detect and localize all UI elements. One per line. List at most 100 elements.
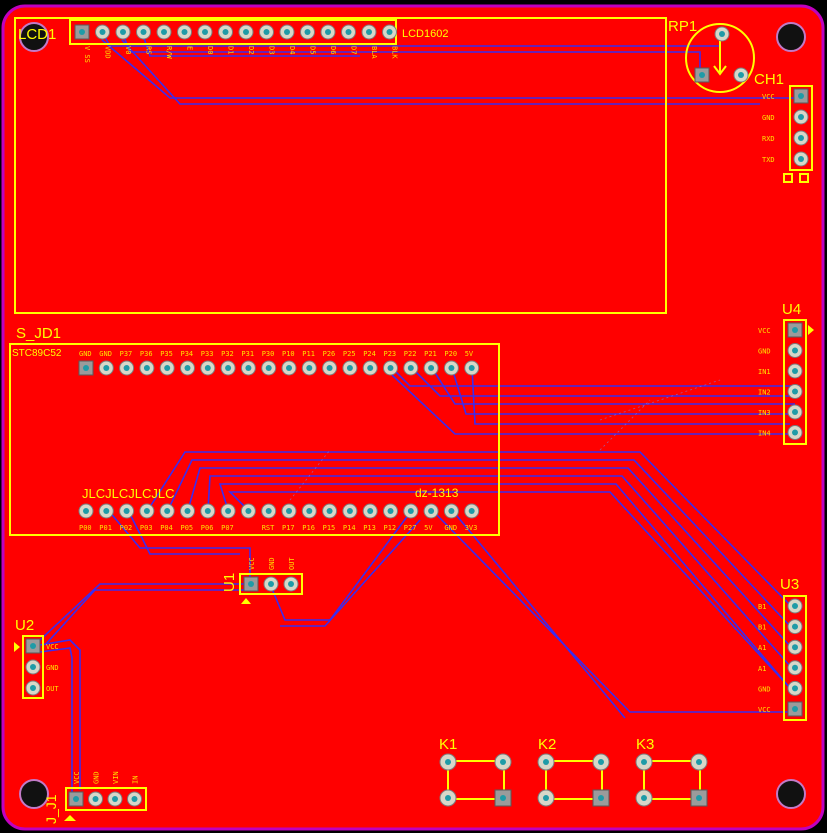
u1-pin-1 (243, 576, 259, 592)
lcd1-pin-6 (177, 24, 192, 40)
sjd1-top-pin-11 (281, 360, 297, 376)
sjd1-top-pin-3 (119, 360, 135, 376)
sjd1-bottom-pin-label: P07 (221, 524, 234, 532)
lcd1-pin-16 (382, 24, 397, 40)
sjd1-top-pin-6 (180, 360, 195, 376)
lcd1-pin-label: V0 (124, 46, 132, 54)
sjd1-top-pin-15 (362, 360, 378, 376)
u4-pin-label: IN4 (758, 430, 771, 438)
sjd1-bottom-pin-label: P17 (282, 524, 295, 532)
k2-button: K2 (537, 736, 610, 807)
u4-designator: U4 (782, 301, 801, 318)
lcd1-pin-11 (279, 24, 295, 40)
lcd1-pin-3 (115, 24, 131, 40)
u4-pin-2 (787, 343, 803, 358)
u3-pin-label: A1 (758, 665, 766, 673)
u1-pin-3 (283, 576, 299, 592)
sjd1-bottom-pin-6 (180, 503, 195, 519)
sjd1-top-pin-label: P35 (160, 350, 173, 358)
sjd1-top-pin-label: P24 (363, 350, 376, 358)
k2-designator: K2 (538, 736, 556, 753)
u3-designator: U3 (780, 576, 799, 593)
u2-pin-label: VCC (46, 643, 59, 651)
lcd1-pin-label: VDD (104, 46, 112, 59)
lcd1-pin-label: R/W (165, 46, 173, 59)
u4-pin-6 (787, 425, 803, 440)
board-outline (1, 4, 825, 831)
sjd1-bottom-pin-8 (220, 503, 236, 519)
j1-designator: J_J1 (43, 794, 59, 824)
rp1-potentiometer: RP1 (668, 18, 755, 93)
k3-designator: K3 (636, 736, 654, 753)
sjd1-top-pin-label: P11 (302, 350, 315, 358)
sjd1-bottom-pin-3 (119, 503, 135, 519)
sjd1-top-pin-20 (464, 360, 480, 376)
sjd1-top-pin-label: P36 (140, 350, 153, 358)
sjd1-top-pin-label: 5V (465, 350, 474, 358)
s-jd1-label-left: JLCJLCJLCJLC (82, 486, 174, 501)
sjd1-top-pin-label: P10 (282, 350, 295, 358)
u4-pin-label: IN2 (758, 389, 771, 397)
lcd1-pin-1 (74, 24, 90, 40)
u4-pin-1 (787, 322, 803, 338)
sjd1-bottom-pin-label: P14 (343, 524, 356, 532)
ch1-pin-4 (793, 151, 809, 167)
ch1-pin-label: GND (762, 114, 775, 122)
sjd1-top-pin-label: P23 (384, 350, 397, 358)
sjd1-top-pin-19 (443, 360, 459, 376)
sjd1-bottom-pin-15 (362, 503, 378, 519)
sjd1-top-pin-label: P30 (262, 350, 275, 358)
lcd1-pin-10 (259, 24, 274, 40)
sjd1-bottom-pin-12 (301, 503, 317, 519)
sjd1-top-pin-8 (220, 360, 236, 376)
sjd1-bottom-pin-label: P02 (120, 524, 133, 532)
sjd1-bottom-pin-2 (98, 503, 114, 519)
ch1-pin-1 (793, 88, 809, 104)
u4-pin-label: IN3 (758, 409, 771, 417)
sjd1-bottom-pin-14 (342, 503, 358, 519)
ch1-header: CH1 VCC GND RXD TXD (754, 71, 813, 183)
u3-pin-1 (787, 598, 803, 614)
lcd1-pin-label: V SS (83, 46, 91, 63)
k3-button: K3 (635, 736, 708, 807)
sjd1-bottom-pin-label: P06 (201, 524, 214, 532)
sjd1-top-pin-label: P37 (120, 350, 133, 358)
ch1-pin-label: VCC (762, 93, 775, 101)
sjd1-top-pin-label: P32 (221, 350, 234, 358)
lcd1-designator: LCD1 (18, 26, 56, 43)
u3-pin-6 (787, 701, 803, 717)
u3-pin-5 (787, 680, 803, 696)
u4-pin-label: IN1 (758, 368, 771, 376)
sjd1-top-pin-label: P22 (404, 350, 417, 358)
sjd1-top-pin-label: GND (79, 350, 92, 358)
lcd1-pin-label: D7 (350, 46, 358, 54)
sjd1-top-pin-7 (200, 360, 216, 376)
u4-pin-label: VCC (758, 327, 771, 335)
ch1-pin-label: RXD (762, 135, 775, 143)
lcd1-pin-7 (197, 24, 213, 40)
u2-pin-1 (25, 638, 41, 654)
lcd1-pin-5 (156, 24, 172, 40)
ch1-pin-label: TXD (762, 156, 775, 164)
traces (33, 31, 800, 800)
sjd1-bottom-pin-1 (78, 503, 94, 519)
lcd1-pin-8 (218, 24, 233, 40)
mounting-hole-top-right (776, 22, 806, 52)
sjd1-bottom-pin-label: RST (262, 524, 275, 532)
u1-pin-2 (263, 576, 279, 592)
ch1-designator: CH1 (754, 71, 784, 88)
sjd1-bottom-pin-20 (464, 503, 480, 519)
lcd1-pin-label: D3 (268, 46, 276, 54)
lcd1-pin-15 (361, 24, 377, 40)
sjd1-bottom-pin-label: P04 (160, 524, 173, 532)
lcd1-pin-label: BLK (391, 46, 399, 59)
lcd1-pin-label: D5 (309, 46, 317, 54)
k1-button: K1 (439, 736, 512, 807)
sjd1-bottom-pin-label: GND (444, 524, 457, 532)
u4-pin-3 (787, 363, 803, 379)
sjd1-bottom-pin-label: P03 (140, 524, 153, 532)
